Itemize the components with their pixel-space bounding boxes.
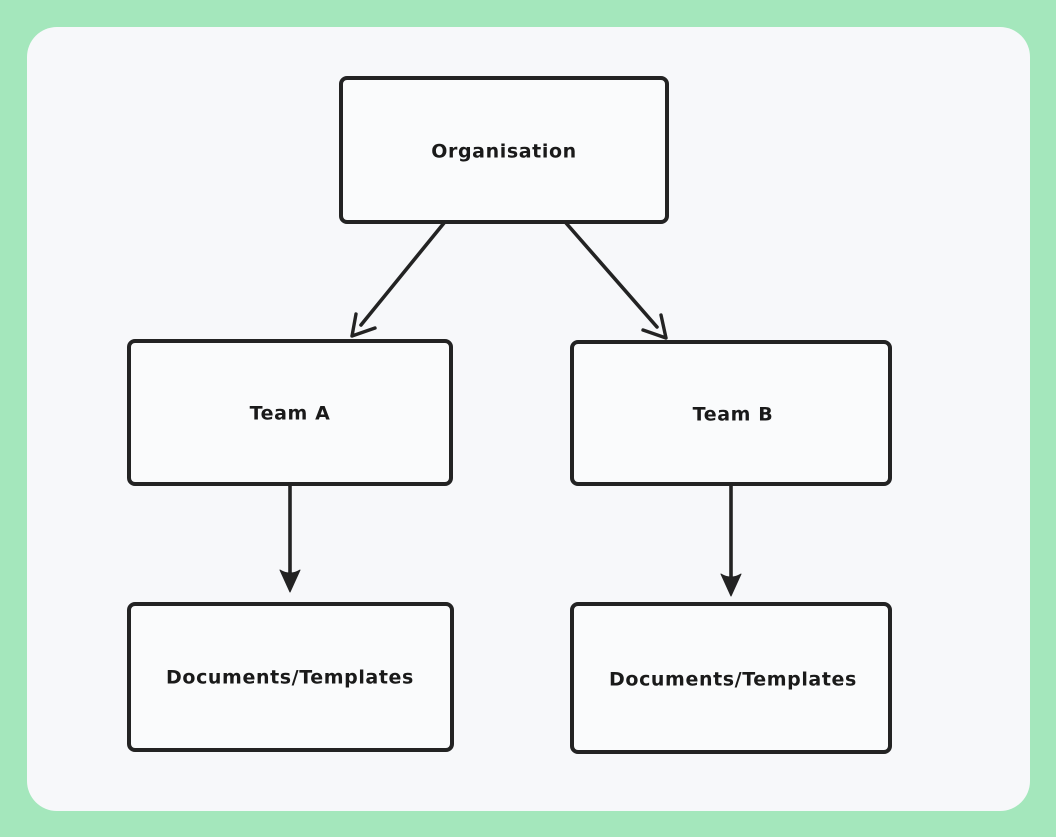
node-team-a-label: Team A xyxy=(250,403,331,425)
edge-organisation-to-team-a xyxy=(350,221,446,338)
node-team-b-box[interactable] xyxy=(570,340,892,486)
node-team-b-label: Team B xyxy=(693,404,774,426)
node-docs-a[interactable]: Documents/Templates xyxy=(127,602,454,752)
node-team-a[interactable]: Team A xyxy=(127,339,453,486)
arrowhead-solid-docs-a xyxy=(279,569,301,593)
edge-line-organisation-team-a xyxy=(359,221,446,327)
node-organisation[interactable]: Organisation xyxy=(339,76,669,224)
node-organisation-box[interactable] xyxy=(339,76,669,224)
node-docs-a-label: Documents/Templates xyxy=(166,667,414,689)
arrowhead-open-team-a xyxy=(350,312,377,338)
arrowhead-solid-docs-b xyxy=(720,573,742,597)
edge-team-b-to-docs-b xyxy=(720,482,742,597)
edge-line-organisation-team-b xyxy=(564,221,659,329)
edge-organisation-to-team-b xyxy=(564,221,668,340)
node-organisation-label: Organisation xyxy=(431,141,577,163)
node-docs-b[interactable]: Documents/Templates xyxy=(570,602,892,754)
node-docs-b-label: Documents/Templates xyxy=(609,669,857,691)
arrowhead-open-team-b xyxy=(641,313,668,340)
node-team-b[interactable]: Team B xyxy=(570,340,892,486)
edge-team-a-to-docs-a xyxy=(279,482,301,593)
node-team-a-box[interactable] xyxy=(127,339,453,486)
node-docs-b-box[interactable] xyxy=(570,602,892,754)
node-docs-a-box[interactable] xyxy=(127,602,454,752)
